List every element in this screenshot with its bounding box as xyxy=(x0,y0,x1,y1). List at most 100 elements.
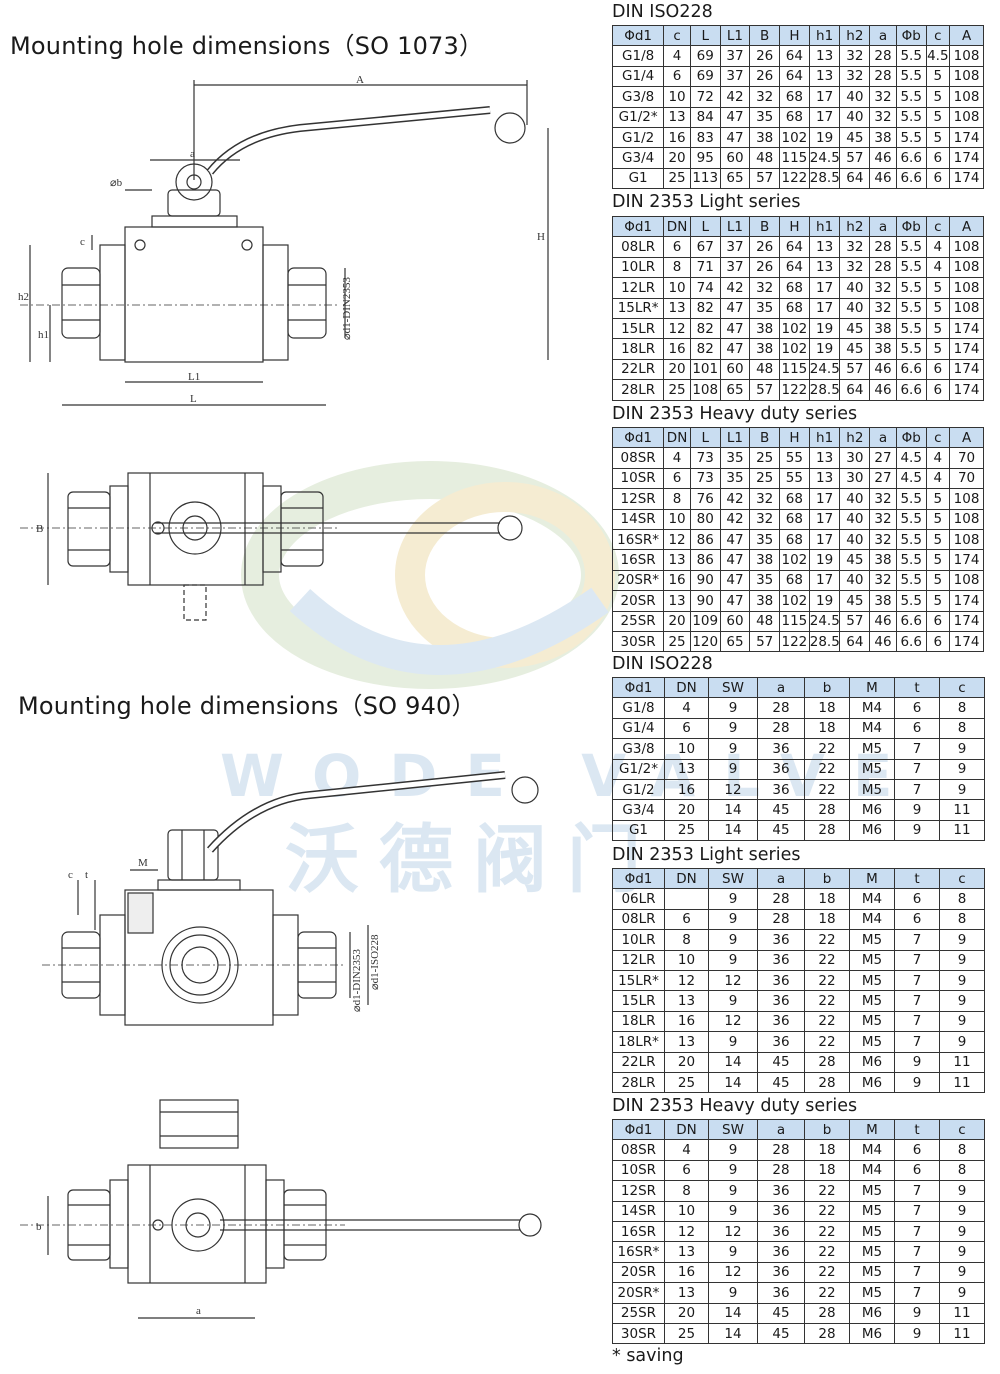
table-cell: 4 xyxy=(925,236,951,258)
table-cell: 5.5 xyxy=(895,317,927,340)
table-cell: 6.6 xyxy=(895,379,927,401)
valve-drawings: A H L1 L h2 h1 c ⌀b a ⌀d1-DIN2353 B xyxy=(18,74,549,1319)
table-cell: 38 xyxy=(749,338,781,360)
table-cell: 115 xyxy=(779,610,810,632)
table-cell: 174 xyxy=(949,167,984,190)
table-cell: 9 xyxy=(708,1282,758,1304)
table-cell: 120 xyxy=(689,630,721,653)
table-cell: 25 xyxy=(664,1071,709,1094)
table-cell: 14 xyxy=(708,1322,758,1345)
table-cell: 36 xyxy=(757,1180,805,1202)
table-cell: 115 xyxy=(779,147,810,169)
table-cell: 108 xyxy=(949,256,984,279)
table-cell: 10SR xyxy=(612,1159,665,1182)
table-cell: 5.5 xyxy=(895,106,927,128)
table-cell: 13 xyxy=(808,236,841,258)
table-cell: 20 xyxy=(663,147,691,169)
header-cell: M xyxy=(849,676,895,699)
table-cell: G1/2* xyxy=(611,106,665,128)
table-cell: 32 xyxy=(869,569,897,592)
table-cell: 36 xyxy=(757,758,805,780)
table-cell: 36 xyxy=(757,1200,805,1222)
header-cell: A xyxy=(949,215,984,238)
table-cell: 14 xyxy=(708,1302,758,1324)
table-cell: 7 xyxy=(894,758,940,780)
table-cell: 69 xyxy=(689,65,721,88)
table-cell: 13 xyxy=(663,297,691,319)
table-cell: 28 xyxy=(757,717,805,740)
caption-iso228-so940: DIN ISO228 xyxy=(612,654,713,674)
table-cell: 17 xyxy=(808,569,841,592)
table-cell: 35 xyxy=(749,569,781,592)
table-cell: 55 xyxy=(779,467,810,490)
table-cell: 11 xyxy=(939,1302,985,1324)
table-cell: 5 xyxy=(925,126,951,149)
table-cell: 12SR xyxy=(612,1180,665,1202)
table-cell: 13 xyxy=(664,1031,709,1053)
table-cell: 13 xyxy=(808,65,841,88)
table-cell: 73 xyxy=(689,447,721,469)
table-cell: M5 xyxy=(849,758,895,780)
table-cell: 45 xyxy=(757,1322,805,1345)
header-cell: Φb xyxy=(895,24,927,47)
header-cell: H xyxy=(779,24,810,47)
table-cell: 9 xyxy=(708,1180,758,1202)
table-cell: 9 xyxy=(939,1220,985,1243)
svg-text:h1: h1 xyxy=(38,329,49,341)
header-cell: a xyxy=(757,1118,805,1141)
table-cell: 6 xyxy=(925,358,951,381)
table-cell: M5 xyxy=(849,778,895,801)
table-cell: 102 xyxy=(779,338,810,360)
table-cell: 15LR xyxy=(612,990,665,1012)
table-cell: 17 xyxy=(808,528,841,551)
header-cell: H xyxy=(779,426,810,449)
table-cell: 8 xyxy=(939,717,985,740)
table-cell: M6 xyxy=(849,819,895,842)
table-cell: 60 xyxy=(719,610,751,632)
table-cell: 46 xyxy=(869,167,897,190)
table-cell: 5.5 xyxy=(895,65,927,88)
table-cell: 108 xyxy=(949,488,984,510)
table-cell: 6.6 xyxy=(895,167,927,190)
table-cell: 16 xyxy=(664,1261,709,1284)
table-cell: 90 xyxy=(689,569,721,592)
table-cell: 72 xyxy=(689,86,721,108)
table-cell: 28 xyxy=(757,908,805,931)
table-cell: 4 xyxy=(925,447,951,469)
header-cell: b xyxy=(804,867,850,890)
table-cell: 28LR xyxy=(611,379,665,401)
table-cell: 45 xyxy=(757,1302,805,1324)
table-cell: 47 xyxy=(719,106,751,128)
table-cell: 38 xyxy=(749,126,781,149)
table-cell: 38 xyxy=(869,317,897,340)
table-cell: M5 xyxy=(849,929,895,951)
table-cell: 13 xyxy=(664,1241,709,1263)
table-cell: 7 xyxy=(894,1261,940,1284)
table-cell: 25SR xyxy=(611,610,665,632)
table-cell: M5 xyxy=(849,1031,895,1053)
table-cell: 8 xyxy=(939,1139,985,1161)
table-cell: 68 xyxy=(779,277,810,299)
table-cell: M5 xyxy=(849,949,895,971)
table-cell: 5.5 xyxy=(895,256,927,279)
table-cell: 36 xyxy=(757,1031,805,1053)
table-cell: 10 xyxy=(664,1200,709,1222)
table-cell: 9 xyxy=(708,929,758,951)
table-cell: 76 xyxy=(689,488,721,510)
table-cell: 5.5 xyxy=(895,126,927,149)
table-cell: 22 xyxy=(804,990,850,1012)
table-cell: 64 xyxy=(839,167,871,190)
table-cell: 9 xyxy=(708,758,758,780)
header-cell: Φd1 xyxy=(612,867,665,890)
